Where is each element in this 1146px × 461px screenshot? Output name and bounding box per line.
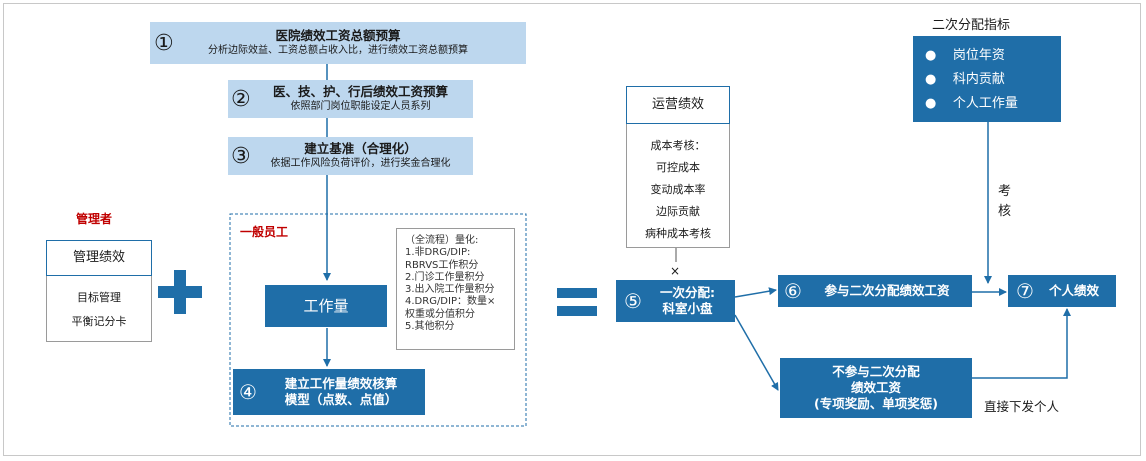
step2-title: 医、技、护、行后绩效工资预算 bbox=[272, 84, 448, 99]
step1-title: 医院绩效工资总额预算 bbox=[275, 28, 401, 43]
step3-number: ③ bbox=[231, 144, 251, 169]
quantify-line: 5.其他积分 bbox=[405, 321, 455, 333]
step2-subtitle: 依照部门岗位职能设定人员系列 bbox=[290, 101, 431, 112]
bullet-icon: ● bbox=[925, 96, 937, 111]
direct-label: 直接下发个人 bbox=[984, 399, 1060, 414]
bullet-icon: ● bbox=[925, 72, 937, 87]
step4-number: ④ bbox=[239, 380, 257, 404]
equals-sign bbox=[557, 288, 597, 316]
no-second-box: 不参与二次分配 绩效工资 (专项奖励、单项奖惩) bbox=[780, 358, 972, 418]
indicator-item: ● 科内贡献 bbox=[925, 68, 1061, 92]
step1-box: ① 医院绩效工资总额预算 分析边际效益、工资总额占收入比，进行绩效工资总额预算 bbox=[150, 22, 526, 64]
equals-bar-bottom bbox=[557, 306, 597, 316]
no-second-line: (专项奖励、单项奖惩) bbox=[814, 396, 938, 411]
step6-label: 参与二次分配绩效工资 bbox=[824, 283, 950, 298]
manager-label: 管理者 bbox=[76, 212, 113, 226]
ops-title: 运营绩效 bbox=[651, 97, 704, 112]
step7-box: ⑦ 个人绩效 bbox=[1008, 275, 1116, 307]
quantify-line: 权重或分值积分 bbox=[405, 308, 475, 320]
arrow-direct-step7 bbox=[972, 308, 1071, 379]
manager-item: 平衡记分卡 bbox=[71, 315, 127, 328]
step6-number: ⑥ bbox=[784, 279, 802, 303]
plus-sign bbox=[158, 270, 202, 314]
arrow-step5-nosecond bbox=[734, 314, 779, 391]
step3-title: 建立基准（合理化） bbox=[304, 141, 417, 156]
ops-header: 运营绩效 bbox=[626, 86, 730, 124]
manager-box-title: 管理绩效 bbox=[72, 250, 125, 265]
ops-item: 边际贡献 bbox=[656, 205, 700, 218]
step7-label: 个人绩效 bbox=[1048, 283, 1099, 298]
indicator-label: 科内贡献 bbox=[952, 72, 1005, 87]
arrow-step5-step6 bbox=[734, 287, 777, 298]
quantify-line: 1.非DRG/DIP: bbox=[405, 247, 471, 259]
manager-box-header: 管理绩效 bbox=[46, 240, 152, 276]
step3-box: ③ 建立基准（合理化） 依据工作风险负荷评价，进行奖金合理化 bbox=[228, 137, 473, 175]
indicators-box: ● 岗位年资 ● 科内贡献 ● 个人工作量 bbox=[913, 36, 1061, 122]
step5-line: 科室小盘 bbox=[662, 301, 713, 316]
step4-box: ④ 建立工作量绩效核算 模型（点数、点值） bbox=[233, 369, 425, 415]
assess-label: 考 核 bbox=[998, 182, 1011, 222]
quantify-line: RBRVS工作积分 bbox=[405, 259, 479, 271]
assess-char: 核 bbox=[998, 204, 1012, 219]
step5-line: 一次分配: bbox=[660, 285, 715, 300]
quantify-line: 2.门诊工作量积分 bbox=[405, 271, 485, 283]
indicators-title: 二次分配指标 bbox=[932, 18, 1011, 33]
quantify-line: （全流程）量化: bbox=[405, 235, 479, 246]
no-second-line: 绩效工资 bbox=[850, 380, 901, 395]
manager-box: 管理绩效 目标管理 平衡记分卡 bbox=[46, 240, 152, 342]
step7-number: ⑦ bbox=[1016, 279, 1034, 303]
ops-item: 成本考核： bbox=[650, 139, 706, 152]
general-staff-dashed-box bbox=[229, 213, 527, 427]
indicator-item: ● 岗位年资 bbox=[925, 44, 1061, 68]
bullet-icon: ● bbox=[925, 48, 937, 63]
step5-box: ⑤ 一次分配: 科室小盘 bbox=[616, 280, 735, 322]
step2-box: ② 医、技、护、行后绩效工资预算 依照部门岗位职能设定人员系列 bbox=[228, 80, 473, 118]
general-staff-label: 一般员工 bbox=[240, 225, 289, 239]
manager-item: 目标管理 bbox=[77, 291, 121, 304]
step2-number: ② bbox=[231, 87, 251, 112]
indicator-item: ● 个人工作量 bbox=[925, 92, 1061, 116]
no-second-line: 不参与二次分配 bbox=[832, 364, 920, 379]
workload-label: 工作量 bbox=[303, 297, 349, 315]
ops-item: 可控成本 bbox=[656, 161, 700, 174]
times-sign: × bbox=[670, 264, 681, 278]
ops-item: 病种成本考核 bbox=[645, 227, 711, 240]
plus-bar-v bbox=[174, 270, 186, 314]
step4-line: 模型（点数、点值） bbox=[284, 392, 398, 407]
step6-box: ⑥ 参与二次分配绩效工资 bbox=[778, 275, 972, 307]
quantify-line: 3.出入院工作量积分 bbox=[405, 284, 495, 296]
workload-box: 工作量 bbox=[265, 285, 387, 327]
step3-subtitle: 依据工作风险负荷评价，进行奖金合理化 bbox=[270, 158, 451, 169]
indicator-label: 岗位年资 bbox=[952, 48, 1005, 63]
quantify-line: 4.DRG/DIP：数量× bbox=[405, 296, 496, 308]
ops-box: 运营绩效 成本考核： 可控成本 变动成本率 边际贡献 病种成本考核 bbox=[626, 86, 730, 248]
ops-item: 变动成本率 bbox=[650, 183, 706, 196]
quantify-box: （全流程）量化: 1.非DRG/DIP: RBRVS工作积分 2.门诊工作量积分… bbox=[396, 228, 515, 350]
step5-number: ⑤ bbox=[624, 289, 642, 313]
indicator-label: 个人工作量 bbox=[952, 96, 1018, 111]
step1-subtitle: 分析边际效益、工资总额占收入比，进行绩效工资总额预算 bbox=[208, 45, 468, 56]
equals-bar-top bbox=[557, 288, 597, 298]
step1-number: ① bbox=[154, 31, 174, 56]
assess-char: 考 bbox=[998, 184, 1012, 199]
diagram-frame bbox=[3, 3, 1141, 456]
step4-line: 建立工作量绩效核算 bbox=[284, 376, 398, 391]
